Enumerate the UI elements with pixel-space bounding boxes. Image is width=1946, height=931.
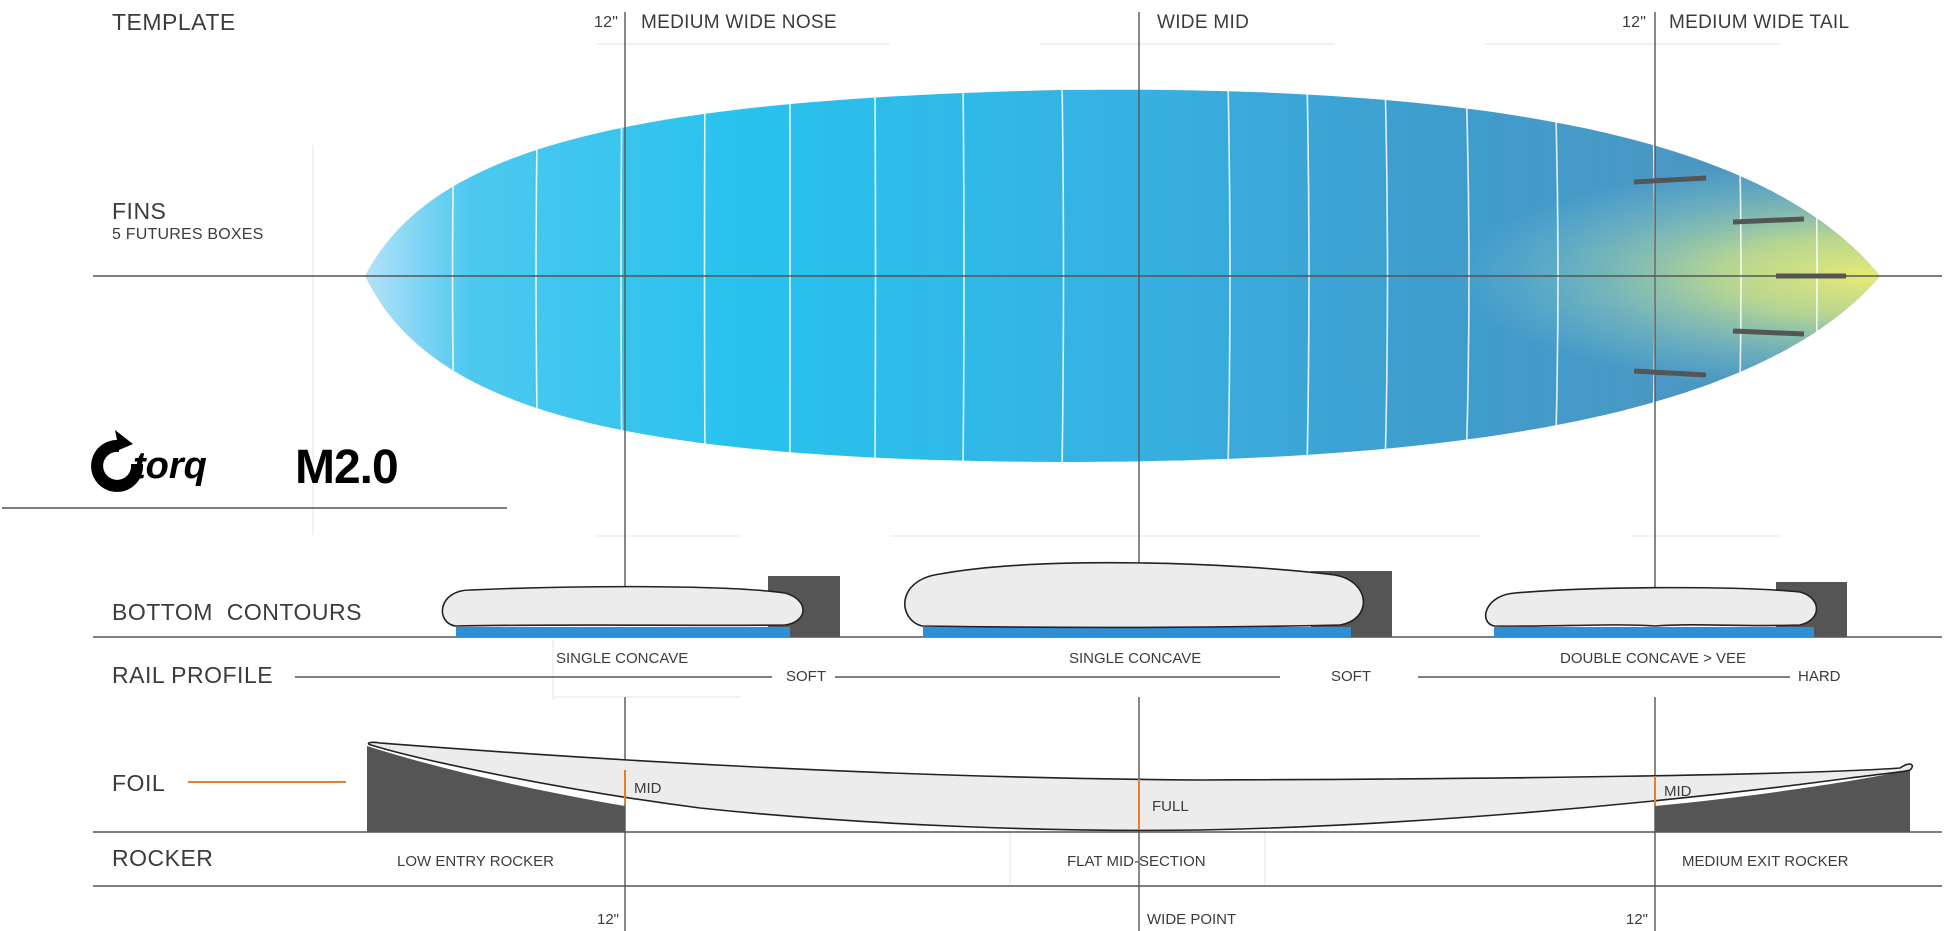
torq-logo-icon: torq [91, 430, 207, 492]
rocker-nose-label: LOW ENTRY ROCKER [397, 853, 554, 870]
board-template [365, 89, 1880, 463]
section-bottom-contours: BOTTOM CONTOURS [112, 599, 362, 625]
fin-box-2 [1732, 216, 1805, 225]
foil-mid-label: FULL [1152, 798, 1189, 815]
template-tail: MEDIUM WIDE TAIL [1669, 12, 1850, 33]
contour-blue-band [923, 627, 1351, 637]
foil-profile [188, 741, 1914, 832]
section-rail-profile: RAIL PROFILE [112, 662, 274, 688]
contour-mid-label: SINGLE CONCAVE [1069, 650, 1202, 667]
model-name: M2.0 [295, 441, 399, 494]
section-fins: FINS [112, 198, 167, 224]
fin-box-4 [1732, 328, 1805, 337]
foil-nose-label: MID [634, 780, 662, 797]
rail-nose-label: SOFT [780, 668, 832, 685]
bottom-contour-mid [904, 561, 1392, 637]
contour-blue-band [456, 627, 790, 637]
bottom-contour-tail [1484, 582, 1847, 637]
template-nose-distance: 12" [594, 14, 619, 31]
fins-subtitle: 5 FUTURES BOXES [112, 226, 264, 243]
foil-tail-label: MID [1664, 783, 1692, 800]
rail-mid-label: SOFT [1325, 668, 1377, 685]
contour-blue-band [1494, 627, 1814, 637]
faint-guides [312, 43, 1780, 885]
foil-thickness-markers [624, 770, 1656, 830]
fin-box-1 [1633, 175, 1707, 185]
marker-nose: 12" [597, 911, 620, 928]
template-mid: WIDE MID [1157, 12, 1250, 33]
contour-nose-label: SINGLE CONCAVE [556, 650, 689, 667]
section-template: TEMPLATE [112, 9, 236, 35]
section-rocker: ROCKER [112, 845, 214, 871]
fin-boxes [1633, 175, 1846, 378]
rocker-mid-label: FLAT MID-SECTION [1067, 853, 1206, 870]
station-lines [624, 12, 1656, 931]
rocker-nose-wedge [367, 746, 625, 832]
marker-tail: 12" [1626, 911, 1649, 928]
torq-logo: torq [85, 428, 245, 498]
marker-wide-point: WIDE POINT [1147, 911, 1237, 928]
section-foil: FOIL [112, 770, 166, 796]
template-tail-distance: 12" [1622, 14, 1647, 31]
fin-box-5 [1633, 368, 1707, 378]
bottom-contour-nose [441, 576, 840, 637]
rocker-tail-label: MEDIUM EXIT ROCKER [1682, 853, 1849, 870]
contour-tail-label: DOUBLE CONCAVE > VEE [1560, 650, 1747, 667]
template-nose: MEDIUM WIDE NOSE [641, 12, 837, 33]
rail-tail-label: HARD [1792, 668, 1847, 685]
torq-logo-text: torq [133, 445, 207, 487]
rocker-tail-wedge [1655, 770, 1910, 832]
foil-shape [367, 741, 1914, 832]
